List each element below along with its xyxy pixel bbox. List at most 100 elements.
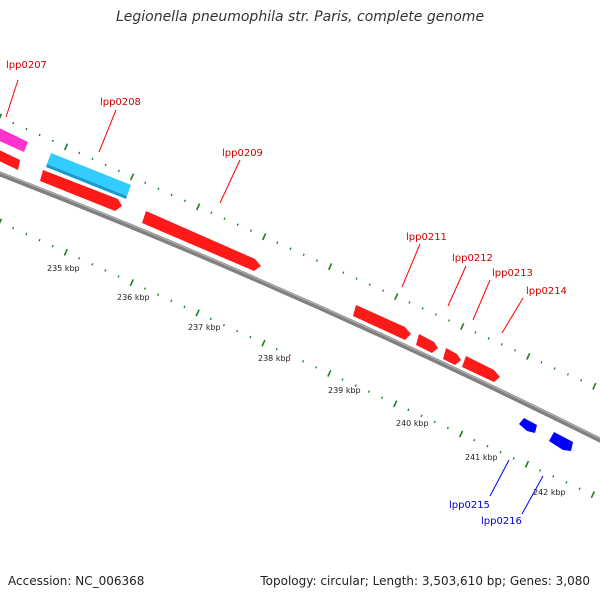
- gc-dot-outer: [170, 193, 173, 197]
- gene-label-lpp0213[interactable]: lpp0213: [492, 268, 533, 279]
- gene-label-lpp0208[interactable]: lpp0208: [100, 97, 141, 108]
- genome-summary-text: Topology: circular; Length: 3,503,610 bp…: [260, 574, 590, 588]
- gc-dot-inner: [12, 226, 15, 230]
- gc-dot-inner: [446, 426, 449, 430]
- gc-dot-inner: [249, 335, 252, 339]
- gc-dot-outer: [236, 223, 239, 226]
- gene-lpp0208-shade: [46, 164, 127, 199]
- gene-label-lpp0216[interactable]: lpp0216: [481, 516, 522, 527]
- gc-dot-outer: [51, 139, 54, 143]
- gene-label-lpp0207[interactable]: lpp0207: [6, 60, 47, 71]
- map-title: Legionella pneumophila str. Paris, compl…: [115, 9, 485, 25]
- gene-label-lpp0215[interactable]: lpp0215: [449, 500, 490, 511]
- scale-label-237: 237 kbp: [188, 323, 221, 332]
- gc-dot-inner: [301, 360, 305, 363]
- gc-dot-inner: [315, 366, 318, 369]
- gc-dot-inner: [590, 491, 596, 499]
- gc-dot-inner: [222, 323, 225, 327]
- gc-dot-inner: [129, 279, 134, 287]
- gene-lpp0214[interactable]: [462, 356, 500, 382]
- gc-dot-outer: [104, 163, 107, 167]
- gc-dot-outer: [408, 301, 411, 304]
- gc-dot-outer: [249, 229, 252, 232]
- gc-dot-outer: [553, 367, 556, 370]
- gc-dot-outer: [144, 181, 147, 185]
- gc-dot-inner: [38, 238, 41, 242]
- gene-labels: lpp0207 lpp0208 lpp0209 lpp0211 lpp0212 …: [6, 60, 567, 527]
- gene-lpp0211[interactable]: [353, 305, 411, 340]
- gene-label-lpp0212[interactable]: lpp0212: [452, 253, 493, 264]
- gene-lpp0207[interactable]: [0, 126, 28, 152]
- scale-labels: 235 kbp 236 kbp 237 kbp 238 kbp 239 kbp …: [47, 264, 566, 497]
- scale-label-235: 235 kbp: [47, 264, 80, 273]
- gc-dot-outer: [342, 271, 345, 274]
- gc-dot-outer: [315, 259, 318, 262]
- gene-lpp0215[interactable]: [519, 418, 537, 433]
- gc-dot-inner: [539, 469, 542, 472]
- gc-dot-inner: [420, 414, 423, 418]
- gc-dot-inner: [25, 232, 28, 236]
- gc-dot-outer: [78, 151, 81, 155]
- gene-lpp0209[interactable]: [142, 211, 261, 271]
- gc-dot-inner: [473, 438, 476, 442]
- gc-dot-outer: [63, 143, 69, 151]
- gc-dot-inner: [565, 481, 568, 484]
- gc-dot-inner: [407, 408, 410, 412]
- genome-backbone: [0, 171, 600, 443]
- gc-dot-inner: [236, 329, 239, 333]
- gc-dot-inner: [354, 384, 357, 387]
- gc-dot-inner: [157, 293, 160, 296]
- scale-label-240: 240 kbp: [396, 419, 429, 428]
- gc-dot-inner: [195, 309, 200, 317]
- gc-dot-inner: [91, 263, 94, 266]
- gc-dot-outer: [355, 277, 358, 280]
- gene-label-lpp0211[interactable]: lpp0211: [406, 232, 447, 243]
- gc-dot-outer: [526, 352, 531, 360]
- gc-content-outer-track: [0, 113, 597, 390]
- gene-label-pointers: [5, 79, 544, 515]
- gc-dot-inner: [78, 257, 81, 260]
- gc-dot-inner: [275, 347, 278, 351]
- gc-dot-inner: [499, 450, 502, 454]
- gc-dot-outer: [261, 233, 267, 241]
- gc-dot-outer: [394, 293, 399, 301]
- gc-dot-outer: [460, 322, 465, 331]
- gene-lpp0213[interactable]: [443, 348, 461, 365]
- gc-dot-outer: [157, 187, 160, 191]
- gc-dot-inner: [458, 430, 464, 438]
- gc-dot-inner: [381, 396, 384, 399]
- gc-dot-inner: [63, 248, 69, 256]
- gc-dot-outer: [487, 337, 490, 340]
- gc-dot-outer: [566, 373, 569, 376]
- gc-dot-inner: [433, 420, 436, 424]
- gc-dot-outer: [195, 203, 201, 211]
- gc-dot-outer: [276, 241, 279, 244]
- gc-dot-outer: [448, 319, 451, 322]
- scale-label-242: 242 kbp: [533, 488, 566, 497]
- gc-dot-inner: [51, 244, 54, 248]
- gene-partial-left[interactable]: [0, 148, 20, 170]
- gc-dot-inner: [393, 400, 398, 408]
- gene-lpp0216[interactable]: [549, 432, 573, 451]
- gc-dot-outer: [223, 217, 226, 220]
- gc-dot-inner: [552, 475, 555, 478]
- genome-backbone-highlight: [0, 171, 600, 440]
- gc-dot-outer: [580, 379, 583, 382]
- gc-dot-outer: [382, 289, 385, 292]
- gene-lpp0208-red[interactable]: [40, 170, 122, 211]
- gene-label-lpp0209[interactable]: lpp0209: [222, 148, 263, 159]
- gc-dot-outer: [434, 313, 437, 316]
- gc-dot-outer: [91, 157, 94, 161]
- gc-dot-inner: [341, 378, 344, 381]
- gc-dot-outer: [289, 247, 292, 250]
- gc-dot-inner: [0, 218, 3, 224]
- gene-lpp0208[interactable]: [47, 153, 131, 196]
- gc-dot-inner: [367, 390, 370, 393]
- accession-text: Accession: NC_006368: [8, 574, 145, 588]
- gene-lpp0212[interactable]: [416, 334, 438, 353]
- gene-label-lpp0214[interactable]: lpp0214: [526, 286, 567, 297]
- gc-dot-outer: [368, 283, 371, 286]
- gc-dot-outer: [129, 173, 135, 181]
- gene-features: [0, 126, 573, 451]
